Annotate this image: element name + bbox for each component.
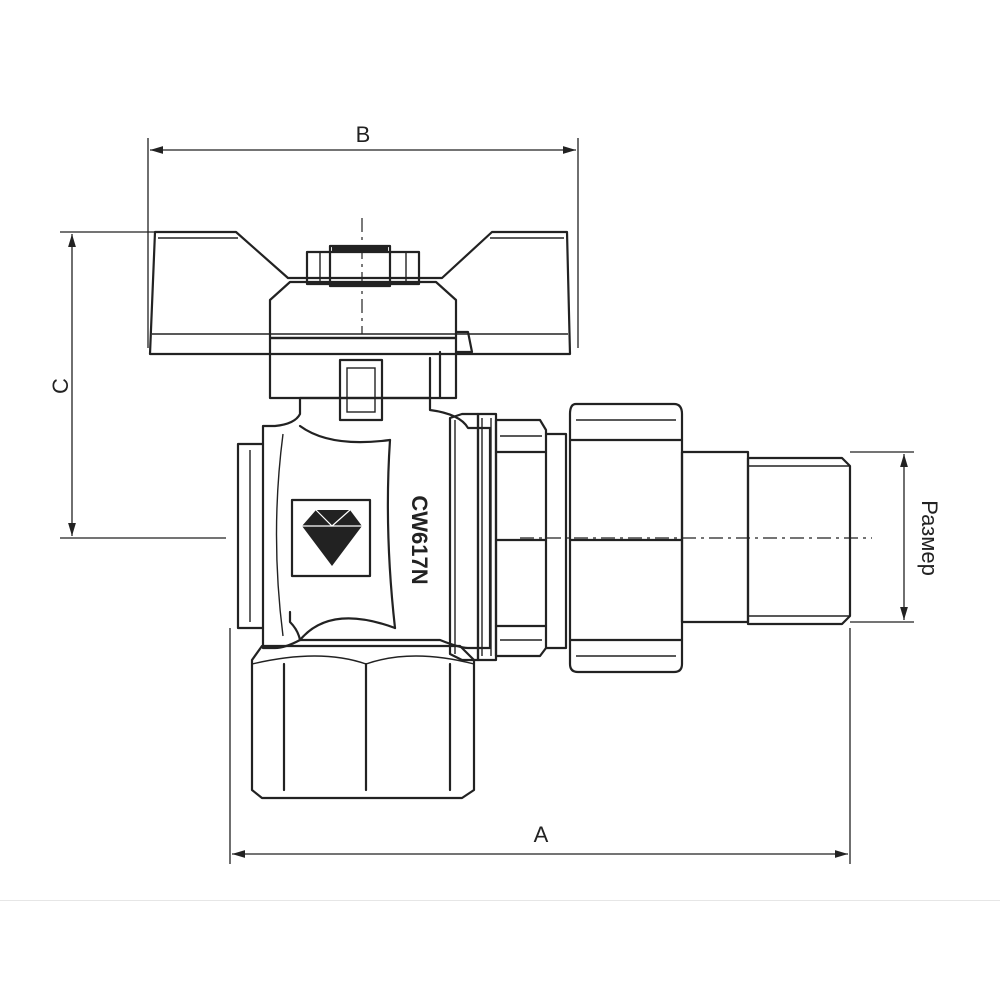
diamond-logo <box>290 498 372 578</box>
dimension-a: A <box>229 628 851 864</box>
dimension-b-label: B <box>356 122 371 147</box>
butterfly-handle <box>148 230 572 356</box>
dimension-size-label: Размер <box>917 500 942 576</box>
stem-nut <box>305 244 421 288</box>
dimension-size: Размер <box>850 451 942 623</box>
dimension-a-label: A <box>534 822 549 847</box>
centerlines <box>361 218 872 539</box>
bottom-port <box>250 644 476 800</box>
handle-hub <box>268 280 474 400</box>
dimension-c: C <box>48 231 226 539</box>
stem-square <box>338 350 442 422</box>
dimension-b: B <box>147 122 579 348</box>
threaded-end <box>680 450 852 626</box>
body-marking: CW617N <box>407 495 432 584</box>
valve-body <box>236 396 492 650</box>
dimension-c-label: C <box>48 378 73 394</box>
union-nut <box>544 402 684 674</box>
footer-divider <box>0 900 1000 901</box>
